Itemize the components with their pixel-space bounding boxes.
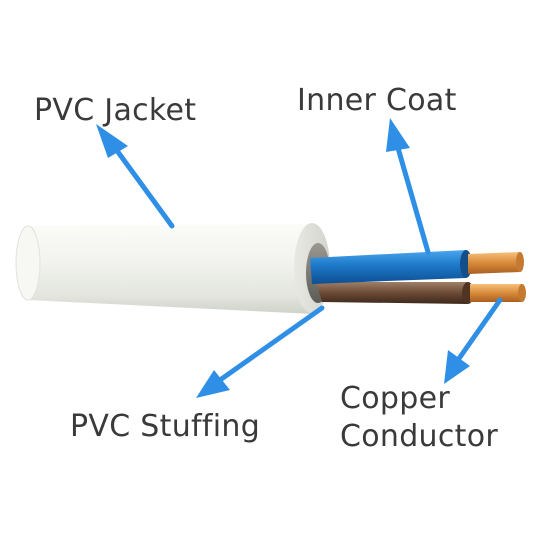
brown-wire [316,282,474,304]
arrow-inner-coat [386,118,431,255]
blue-wire [310,250,472,284]
label-pvc-jacket: PVC Jacket [34,93,197,128]
label-pvc-stuffing: PVC Stuffing [70,409,261,444]
arrow-pvc-stuffing [196,305,325,398]
arrow-pvc-jacket [96,124,175,229]
label-copper-line2: Conductor [340,419,499,454]
arrow-copper-conductor [444,297,503,384]
label-copper-line1: Copper [340,381,450,416]
copper-conductor-top [468,252,524,274]
label-copper-conductor: Copper Conductor [340,380,498,456]
label-inner-coat: Inner Coat [297,83,457,118]
pvc-jacket-shape [15,223,330,314]
copper-conductor-bottom [470,284,526,302]
